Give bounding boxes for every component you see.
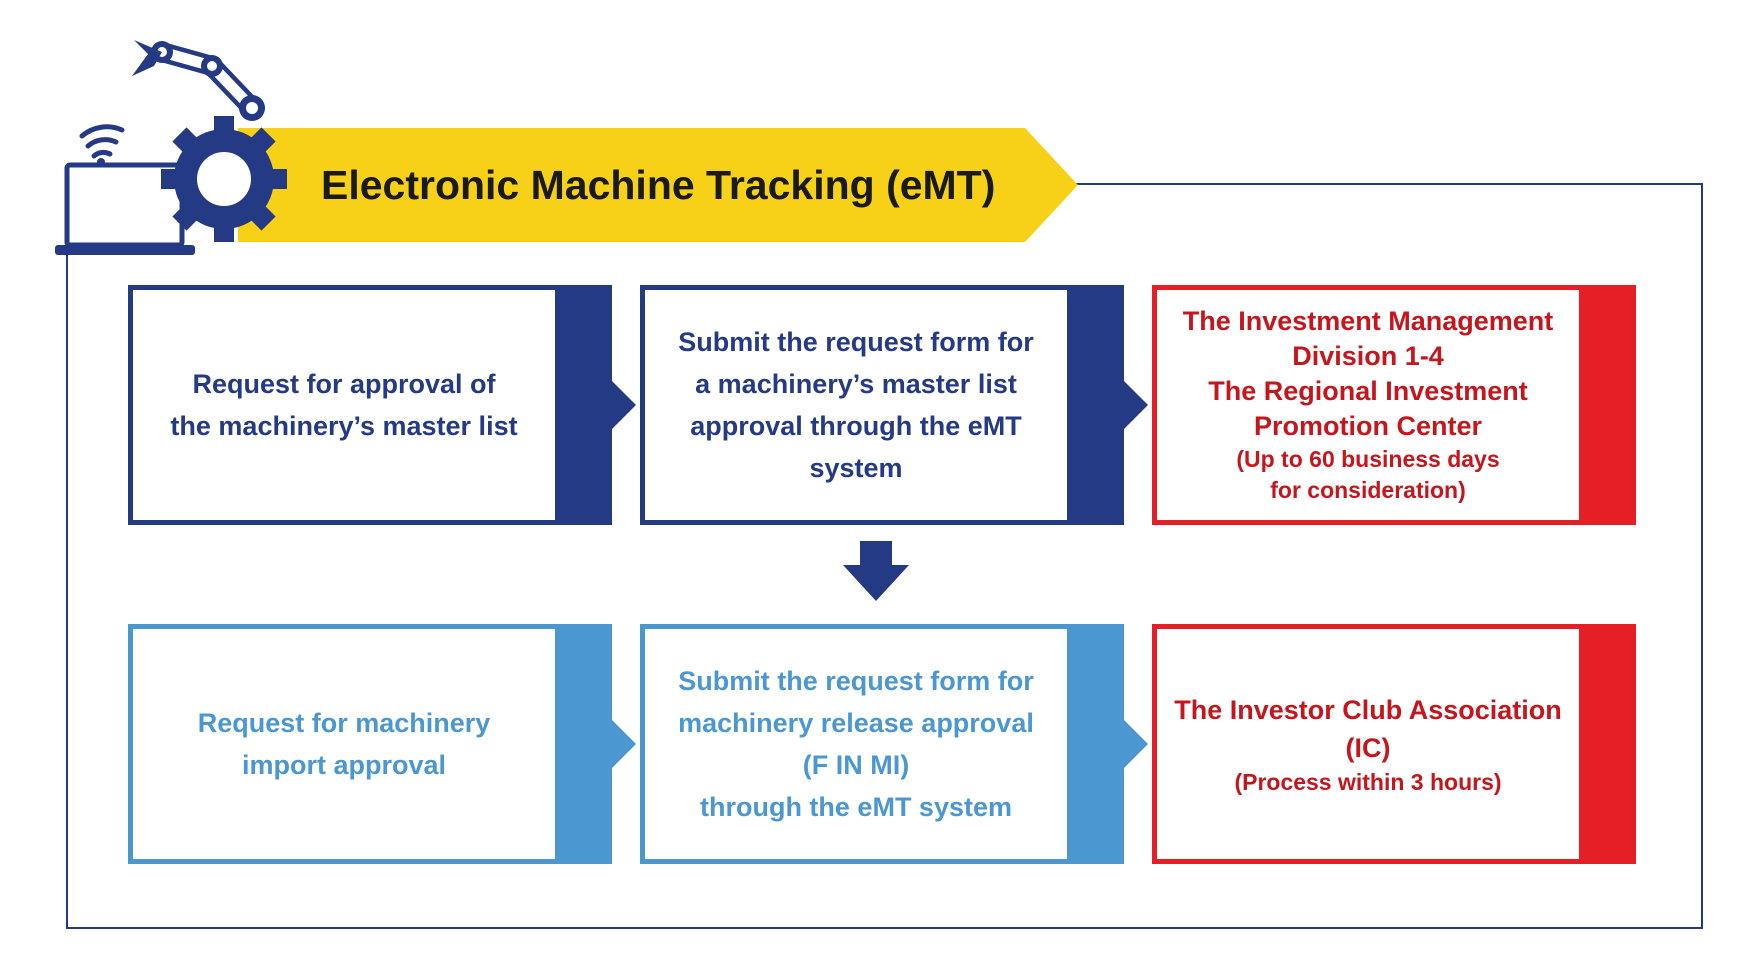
step-card: Submit the request form for a machinery’… xyxy=(640,285,1072,525)
robot-arm-icon xyxy=(132,40,265,121)
step-card: Submit the request form for machinery re… xyxy=(640,624,1072,864)
page-title: Electronic Machine Tracking (eMT) xyxy=(321,162,996,208)
step-accent-bar xyxy=(560,285,612,525)
step-card: Request for machinery import approval xyxy=(128,624,560,864)
step-accent-bar xyxy=(1072,285,1124,525)
step-text: The Investment Management Division 1-4 T… xyxy=(1182,306,1554,441)
arrow-right-icon xyxy=(1124,720,1148,768)
arrow-right-icon xyxy=(1124,381,1148,429)
wifi-icon xyxy=(79,124,125,166)
step-request-machinery-import-approval: Request for machinery import approval xyxy=(128,624,612,864)
title-banner: Electronic Machine Tracking (eMT) xyxy=(238,128,1078,242)
step-text: Request for machinery import approval xyxy=(197,708,491,780)
arrow-right-icon xyxy=(612,720,636,768)
step-accent-bar xyxy=(1584,624,1636,864)
step-note: (Up to 60 business days for consideratio… xyxy=(1236,446,1500,503)
step-card: The Investor Club Association (IC) (Proc… xyxy=(1152,624,1584,864)
step-investor-club-association: The Investor Club Association (IC) (Proc… xyxy=(1152,624,1636,864)
step-card: Request for approval of the machinery’s … xyxy=(128,285,560,525)
step-accent-bar xyxy=(560,624,612,864)
gear-icon xyxy=(161,116,287,242)
step-accent-bar xyxy=(1072,624,1124,864)
step-text: Request for approval of the machinery’s … xyxy=(170,369,518,441)
step-submit-master-list-form: Submit the request form for a machinery’… xyxy=(640,285,1124,525)
banner-shape xyxy=(238,128,1078,242)
step-text: Submit the request form for a machinery’… xyxy=(678,327,1034,483)
step-accent-bar xyxy=(1584,285,1636,525)
step-card: The Investment Management Division 1-4 T… xyxy=(1152,285,1584,525)
step-text: The Investor Club Association (IC) xyxy=(1174,694,1562,763)
step-request-master-list-approval: Request for approval of the machinery’s … xyxy=(128,285,612,525)
arrow-right-icon xyxy=(612,381,636,429)
step-text: Submit the request form for machinery re… xyxy=(678,666,1034,822)
step-submit-machinery-release-form: Submit the request form for machinery re… xyxy=(640,624,1124,864)
arrow-down-icon xyxy=(843,541,909,601)
step-investment-management-division: The Investment Management Division 1-4 T… xyxy=(1152,285,1636,525)
emt-emblem xyxy=(55,40,287,255)
step-note: (Process within 3 hours) xyxy=(1234,768,1502,795)
